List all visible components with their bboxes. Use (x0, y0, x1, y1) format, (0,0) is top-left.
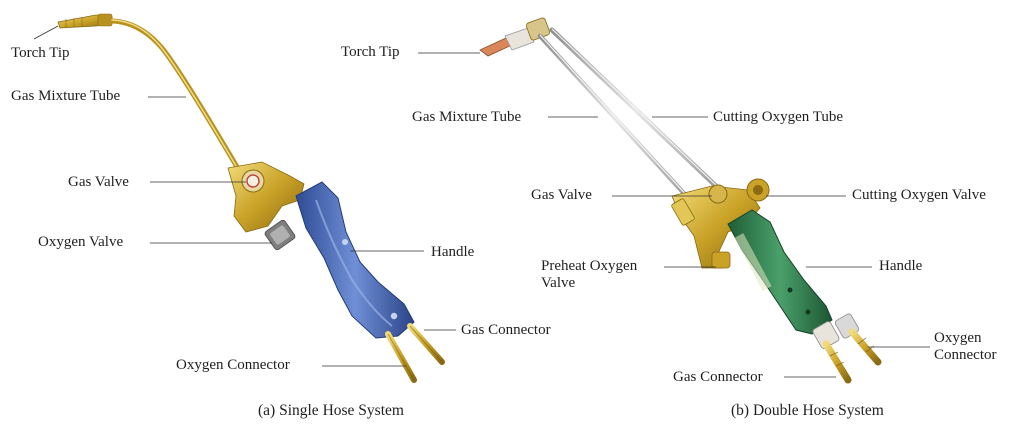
label-preheat-oxygen-valve-line2: Valve (541, 275, 576, 291)
single-handle (295, 181, 415, 339)
label-single-torch-tip: Torch Tip (11, 45, 70, 61)
caption-single-hose-system: (a) Single Hose System (258, 402, 404, 419)
caption-double-hose-system: (b) Double Hose System (731, 402, 884, 419)
single-valve-body (227, 161, 305, 251)
label-single-handle: Handle (431, 244, 475, 260)
label-single-oxygen-valve: Oxygen Valve (38, 234, 124, 250)
label-double-oxygen-connector: Oxygen Connector (934, 330, 1014, 364)
label-preheat-oxygen-valve: Preheat Oxygen Valve (541, 258, 671, 292)
label-cutting-oxygen-tube: Cutting Oxygen Tube (713, 109, 844, 125)
double-handle (727, 209, 833, 335)
label-single-gas-valve: Gas Valve (68, 174, 129, 190)
label-cutting-oxygen-valve: Cutting Oxygen Valve (852, 187, 986, 203)
double-oxygen-connector (848, 328, 882, 366)
label-double-handle: Handle (879, 258, 923, 274)
label-double-gas-valve: Gas Valve (531, 187, 592, 203)
label-single-gas-connector: Gas Connector (461, 322, 551, 338)
leader-lines (33, 25, 930, 378)
single-gas-mixture-tube (109, 18, 243, 175)
double-valve-body (671, 178, 770, 269)
label-double-gas-mixture-tube: Gas Mixture Tube (412, 109, 522, 125)
label-single-oxygen-connector: Oxygen Connector (176, 357, 290, 373)
double-gas-connector (822, 340, 852, 384)
double-gas-mixture-tube (537, 33, 693, 203)
label-double-oxygen-connector-line1: Oxygen (934, 330, 982, 346)
single-torch-tip (57, 13, 113, 29)
label-double-oxygen-connector-line2: Connector (934, 347, 997, 363)
double-torch-tip (479, 17, 551, 57)
label-double-gas-connector: Gas Connector (673, 369, 763, 385)
label-preheat-oxygen-valve-line1: Preheat Oxygen (541, 258, 638, 274)
double-hose-torch (479, 17, 882, 384)
cutting-oxygen-tube (549, 27, 721, 191)
label-single-gas-mixture-tube: Gas Mixture Tube (11, 88, 121, 104)
leader-single-torch-tip (33, 25, 59, 40)
single-hose-torch (57, 13, 445, 383)
label-double-torch-tip: Torch Tip (341, 44, 400, 60)
